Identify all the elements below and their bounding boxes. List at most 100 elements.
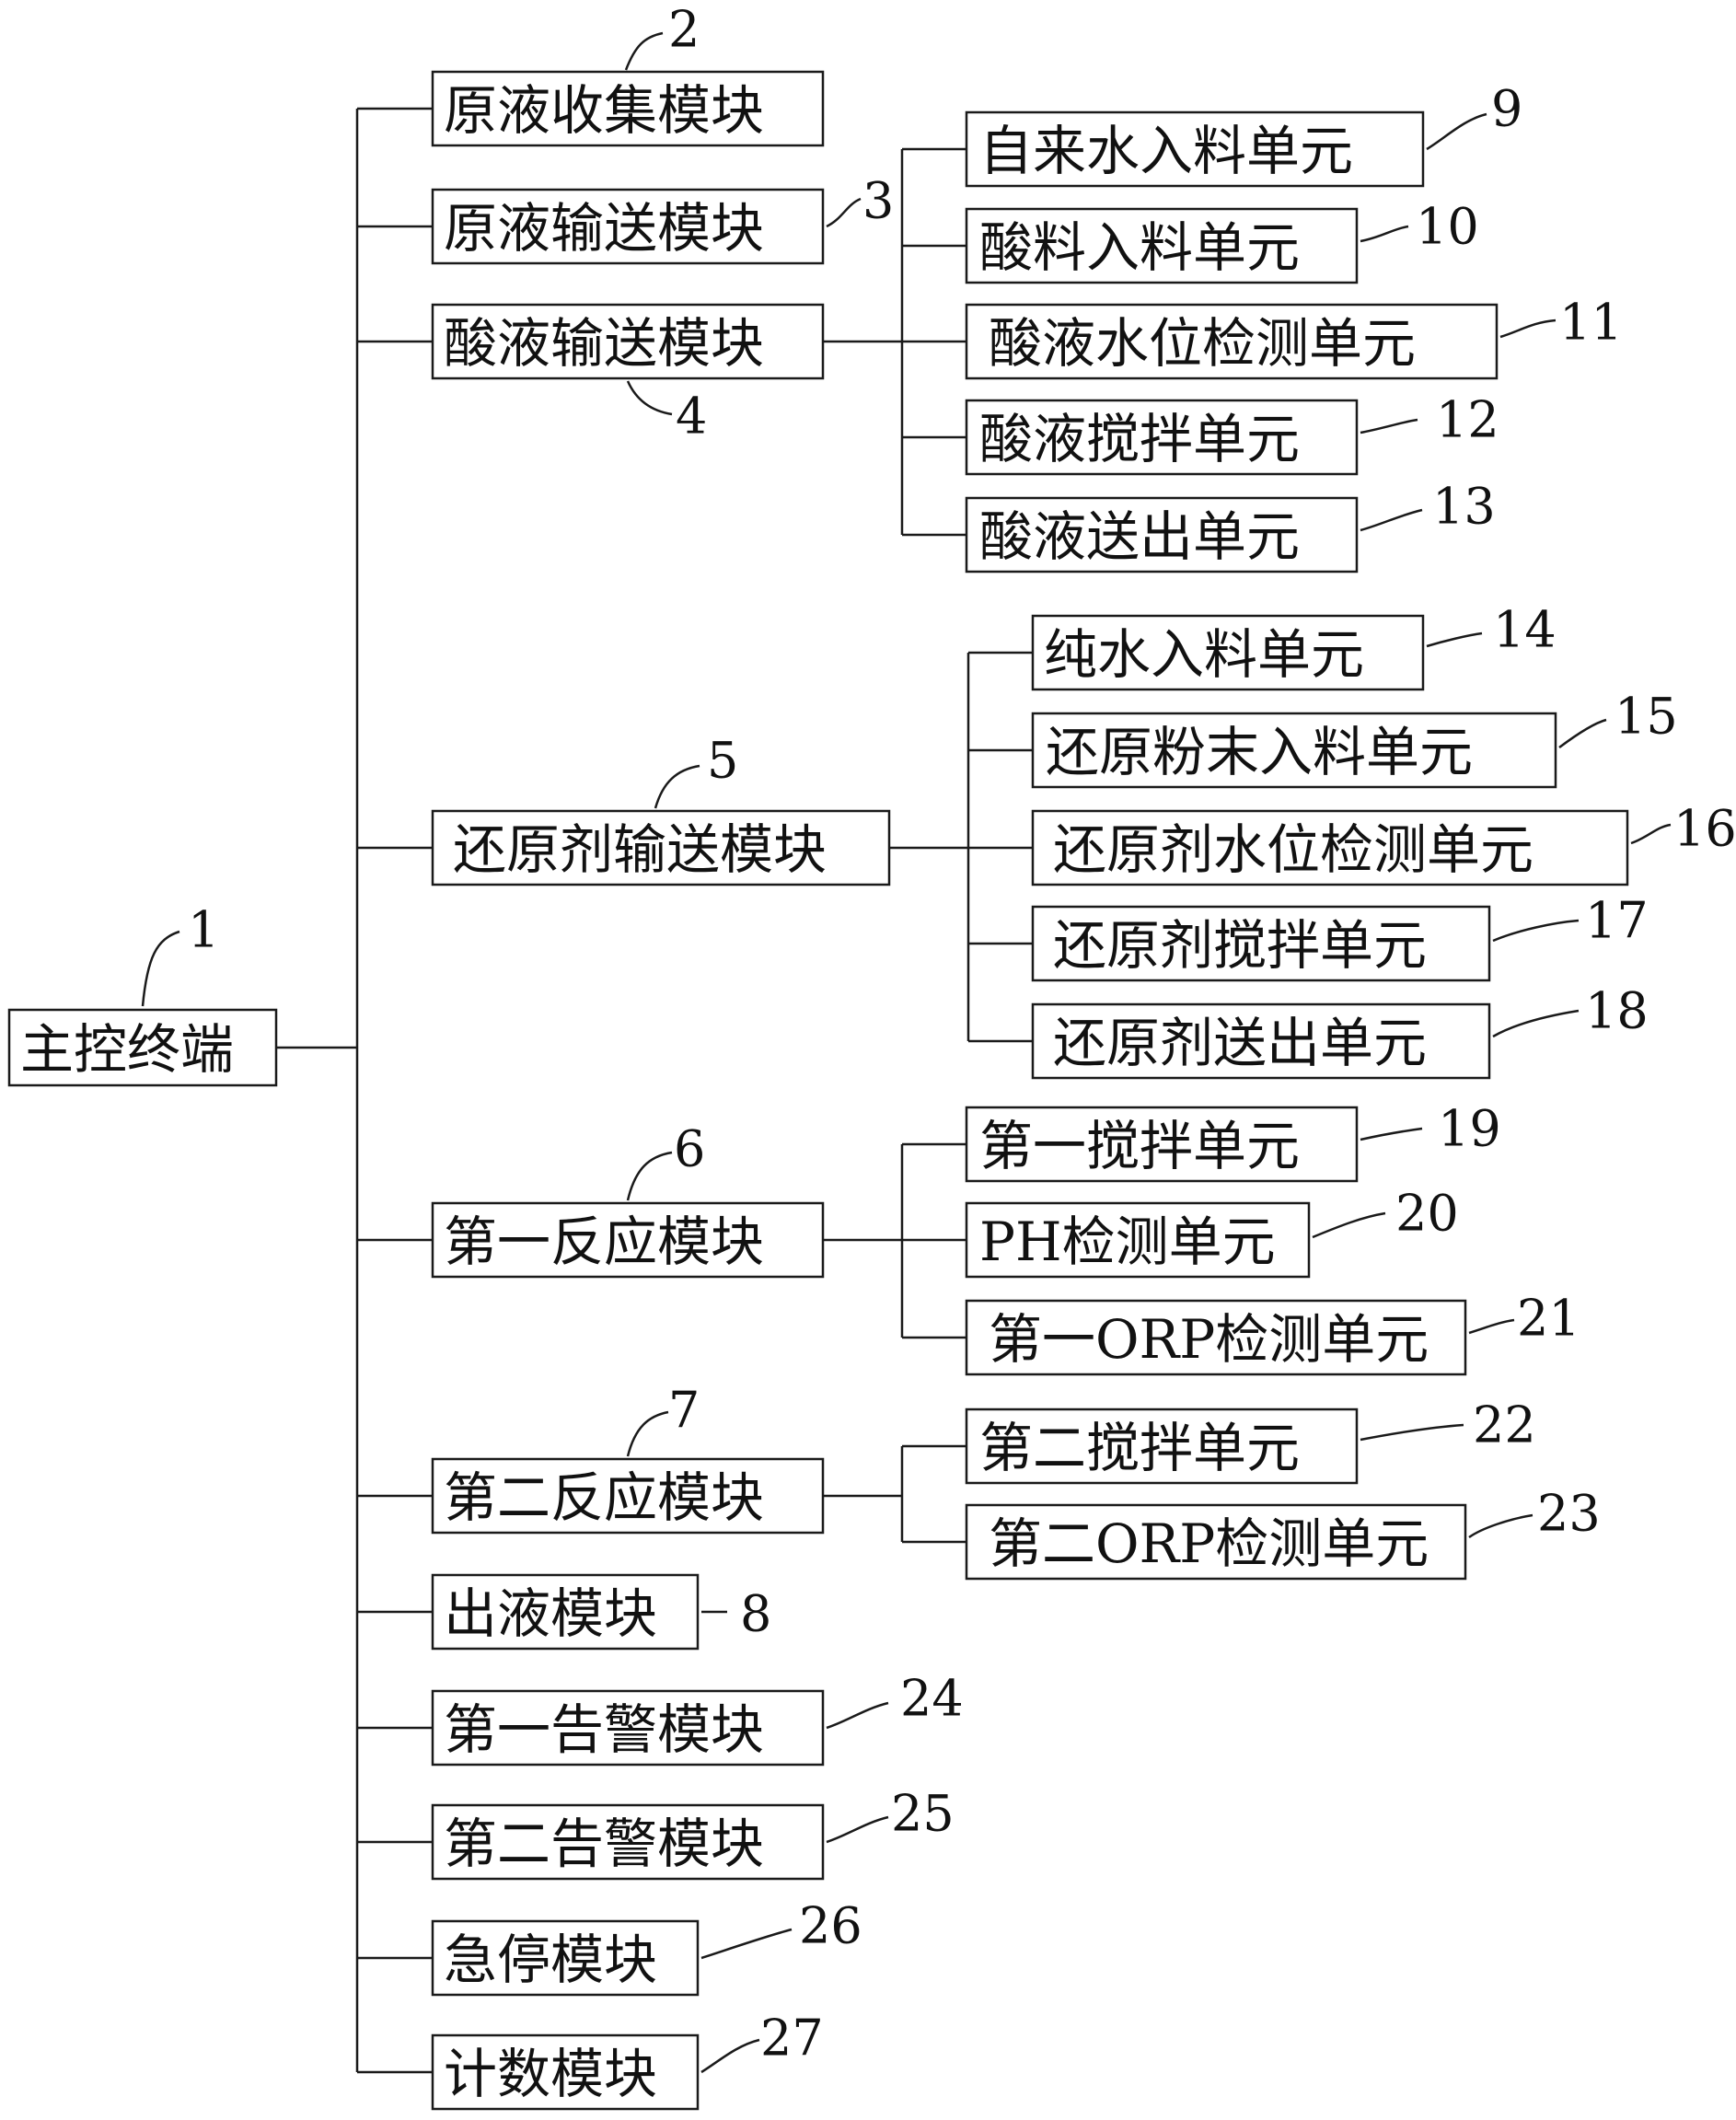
node-box	[431, 1689, 825, 1767]
node-label: 自来水入料单元	[979, 120, 1353, 182]
node-n26: 急停模块	[431, 1919, 700, 1997]
leader-line-n13	[1360, 508, 1423, 532]
node-box	[1031, 905, 1491, 982]
leader-line-n16	[1630, 823, 1672, 845]
node-box	[965, 1201, 1311, 1279]
node-n9: 自来水入料单元	[965, 110, 1425, 188]
node-box	[431, 1803, 825, 1881]
reference-number: 21	[1517, 1290, 1580, 1348]
node-n8: 出液模块	[431, 1573, 700, 1651]
node-label: 还原剂送出单元	[1053, 1012, 1427, 1074]
reference-number: 9	[1491, 80, 1522, 138]
leader-line-n11	[1499, 319, 1557, 339]
leader-line-n14	[1426, 631, 1483, 648]
reference-number: 17	[1585, 892, 1649, 950]
reference-number: 18	[1585, 982, 1649, 1040]
node-box	[431, 1201, 825, 1279]
leader-line-n2	[624, 31, 664, 71]
node-n12: 酸液搅拌单元	[965, 399, 1359, 476]
node-label: 还原剂搅拌单元	[1053, 914, 1427, 977]
node-box	[965, 1408, 1359, 1485]
reference-number: 6	[674, 1120, 705, 1178]
node-n15: 还原粉末入料单元	[1031, 712, 1557, 789]
connectors	[276, 107, 1033, 2074]
node-label: 酸液水位检测单元	[989, 312, 1416, 375]
node-label: 第一反应模块	[444, 1211, 764, 1273]
reference-number: 3	[862, 172, 894, 230]
node-n16: 还原剂水位检测单元	[1031, 809, 1629, 886]
node-label: 第一搅拌单元	[979, 1115, 1300, 1177]
node-n4: 酸液输送模块	[431, 303, 825, 380]
reference-number: 26	[799, 1897, 862, 1955]
node-n17: 还原剂搅拌单元	[1031, 905, 1491, 982]
reference-number: 16	[1673, 800, 1736, 858]
reference-number: 2	[668, 1, 700, 59]
node-box	[965, 207, 1359, 284]
node-label: 酸料入料单元	[979, 216, 1300, 279]
node-label: 计数模块	[444, 2043, 657, 2105]
node-label: 酸液送出单元	[979, 505, 1300, 568]
node-box	[965, 1503, 1467, 1581]
node-label: 还原剂水位检测单元	[1053, 818, 1533, 881]
reference-number: 14	[1493, 601, 1557, 659]
reference-leaders: 1234567824252627910111213141516171819202…	[141, 1, 1736, 2074]
leader-line-n20	[1312, 1211, 1386, 1239]
leader-line-n27	[700, 2038, 760, 2074]
node-label: 第二搅拌单元	[979, 1417, 1300, 1479]
node-n11: 酸液水位检测单元	[965, 303, 1499, 380]
reference-number: 13	[1432, 478, 1496, 536]
node-box	[431, 303, 825, 380]
node-box	[1031, 614, 1425, 691]
reference-number: 8	[740, 1585, 771, 1643]
leader-line-n4	[626, 380, 673, 416]
node-n6: 第一反应模块	[431, 1201, 825, 1279]
node-label: 第二告警模块	[444, 1813, 764, 1875]
node-box	[7, 1008, 278, 1087]
node-n5: 还原剂输送模块	[431, 809, 891, 886]
node-n23: 第二ORP检测单元	[965, 1503, 1467, 1581]
reference-number: 15	[1614, 688, 1678, 746]
node-label: 还原粉末入料单元	[1046, 721, 1473, 783]
reference-number: 12	[1436, 391, 1499, 449]
node-label: 原液收集模块	[444, 79, 764, 142]
leader-line-n12	[1360, 418, 1418, 434]
reference-number: 22	[1473, 1396, 1536, 1454]
leader-line-n24	[826, 1701, 889, 1730]
node-box	[431, 809, 891, 886]
node-box	[965, 1299, 1467, 1376]
reference-number: 10	[1416, 198, 1479, 256]
node-label: 酸液搅拌单元	[979, 408, 1300, 470]
node-box	[431, 1457, 825, 1535]
node-box	[965, 1106, 1359, 1183]
leader-line-n9	[1426, 112, 1487, 151]
node-n13: 酸液送出单元	[965, 496, 1359, 573]
leader-line-n6	[626, 1151, 673, 1201]
leader-line-n7	[626, 1410, 669, 1457]
node-n10: 酸料入料单元	[965, 207, 1359, 284]
leader-line-n21	[1468, 1318, 1515, 1335]
node-label: PH检测单元	[979, 1211, 1276, 1273]
leader-line-n17	[1492, 919, 1580, 943]
leader-line-n25	[826, 1815, 889, 1844]
node-box	[431, 1919, 700, 1997]
reference-number: 4	[676, 388, 707, 446]
leader-line-n23	[1468, 1513, 1533, 1539]
node-n2: 原液收集模块	[431, 70, 825, 147]
node-label: 第二ORP检测单元	[989, 1512, 1429, 1575]
node-n14: 纯水入料单元	[1031, 614, 1425, 691]
node-n20: PH检测单元	[965, 1201, 1311, 1279]
leader-line-n1	[141, 930, 180, 1007]
reference-number: 25	[891, 1785, 955, 1843]
node-n25: 第二告警模块	[431, 1803, 825, 1881]
node-box	[965, 110, 1425, 188]
node-n24: 第一告警模块	[431, 1689, 825, 1767]
node-n21: 第一ORP检测单元	[965, 1299, 1467, 1376]
node-box	[965, 303, 1499, 380]
node-label: 还原剂输送模块	[453, 818, 827, 881]
node-label: 第一告警模块	[444, 1698, 764, 1761]
node-label: 主控终端	[20, 1018, 234, 1081]
reference-number: 11	[1559, 294, 1623, 352]
reference-number: 5	[707, 732, 738, 790]
node-box	[1031, 1002, 1491, 1080]
reference-number: 20	[1395, 1185, 1459, 1243]
